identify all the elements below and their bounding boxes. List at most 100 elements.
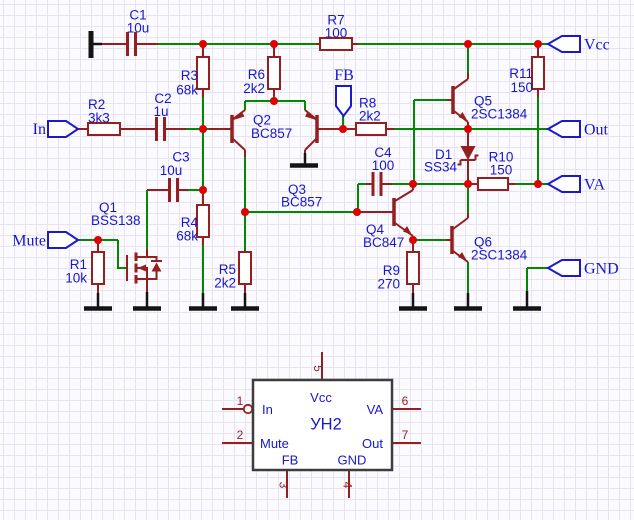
resistor-R5[interactable]: R5 2k2: [214, 250, 252, 307]
transistor-Q5[interactable]: Q5 2SC1384: [447, 73, 528, 129]
c4-ref: C4: [374, 145, 392, 160]
ic-pin5-label: Vcc: [310, 390, 332, 405]
ic-pin3-label: FB: [282, 453, 299, 468]
transistor-Q6[interactable]: Q6 2SC1384: [446, 213, 528, 307]
d1-value: SS34: [424, 160, 458, 175]
r8-ref: R8: [359, 96, 376, 111]
q1-value: BSS138: [91, 213, 141, 228]
resistor-R4[interactable]: R4 68k: [176, 190, 210, 245]
q4-value: BC847: [363, 235, 404, 250]
resistor-R6[interactable]: R6 2k2: [243, 44, 281, 96]
resistor-R9[interactable]: R9 270: [377, 240, 420, 307]
resistor-R11[interactable]: R11 150: [509, 44, 545, 97]
c2-value: 1u: [153, 104, 168, 119]
capacitor-C3[interactable]: C3 10u: [147, 150, 190, 203]
q4-ref: Q4: [366, 222, 385, 237]
rail-end-bar[interactable]: [88, 31, 103, 58]
port-gnd[interactable]: GND: [545, 259, 619, 278]
port-out[interactable]: Out: [545, 120, 609, 139]
ground-symbols[interactable]: [84, 291, 541, 311]
port-mute[interactable]: Mute: [12, 231, 80, 250]
q6-ref: Q6: [474, 235, 492, 250]
ic-pin6-label: VA: [367, 402, 384, 417]
port-out-label: Out: [584, 122, 609, 139]
r8-value: 2k2: [359, 109, 381, 124]
ic-pin4-number: 4: [341, 482, 355, 489]
c3-ref: C3: [172, 150, 189, 165]
c3-value: 10u: [160, 163, 183, 178]
c1-ref: C1: [129, 8, 146, 23]
port-gnd-label: GND: [584, 261, 619, 278]
r7-ref: R7: [327, 13, 344, 28]
c2-ref: C2: [154, 91, 171, 106]
port-in-label: In: [33, 121, 46, 138]
r2-ref: R2: [88, 97, 105, 112]
r11-value: 150: [510, 80, 533, 95]
r7-value: 100: [325, 26, 348, 41]
pin1-inversion-bubble: [242, 403, 254, 415]
q2-value: BC857: [251, 126, 292, 141]
transistor-Q3[interactable]: Q3 BC857: [281, 109, 343, 210]
port-va-label: VA: [584, 177, 605, 194]
r2-value: 3k3: [88, 111, 110, 126]
transistor-Q2[interactable]: Q2 BC857: [209, 109, 292, 157]
r4-value: 68k: [176, 229, 198, 244]
transistor-Q1[interactable]: Q1 BSS138: [91, 200, 162, 307]
ic-pin7-label: Out: [362, 436, 383, 451]
r6-ref: R6: [248, 67, 265, 82]
r9-ref: R9: [383, 263, 400, 278]
ic-pin2-label: Mute: [260, 436, 289, 451]
r10-ref: R10: [489, 150, 514, 165]
c1-value: 10u: [127, 21, 150, 36]
q6-value: 2SC1384: [471, 248, 528, 263]
q5-ref: Q5: [474, 94, 492, 109]
port-va[interactable]: VA: [545, 175, 605, 194]
q5-value: 2SC1384: [471, 107, 528, 122]
r10-value: 150: [490, 163, 513, 178]
port-vcc-label: Vcc: [584, 37, 610, 54]
port-fb-label: FB: [334, 67, 354, 84]
r4-ref: R4: [181, 215, 199, 230]
ic-pin6-number: 6: [402, 394, 409, 408]
r3-ref: R3: [181, 68, 198, 83]
capacitor-C1[interactable]: C1 10u: [102, 8, 158, 57]
r1-ref: R1: [70, 257, 87, 272]
ic-pin2-number: 2: [237, 428, 244, 442]
junction-dots: [94, 40, 542, 244]
ic-pin4-label: GND: [338, 453, 367, 468]
d1-ref: D1: [435, 147, 452, 162]
diode-D1[interactable]: D1 SS34: [424, 129, 479, 184]
q3-ref: Q3: [288, 182, 306, 197]
ic-body[interactable]: [251, 378, 394, 472]
port-fb[interactable]: FB: [334, 67, 354, 118]
resistor-R7[interactable]: R7 100: [316, 13, 358, 51]
ic-pin3-number: 3: [277, 482, 291, 489]
q1-ref: Q1: [99, 200, 117, 215]
resistor-R1[interactable]: R1 10k: [65, 240, 105, 307]
r3-value: 68k: [176, 83, 198, 98]
r6-value: 2k2: [243, 81, 265, 96]
resistor-R8[interactable]: R8 2k2: [347, 96, 394, 136]
c4-value: 100: [372, 158, 395, 173]
capacitor-C4[interactable]: C4 100: [366, 145, 394, 196]
resistor-R2[interactable]: R2 3k3: [78, 97, 155, 136]
capacitor-C2[interactable]: C2 1u: [153, 91, 186, 141]
ic-pin7-number: 7: [402, 428, 409, 442]
port-mute-label: Mute: [12, 233, 46, 250]
r5-value: 2k2: [214, 276, 236, 291]
r1-value: 10k: [65, 271, 87, 286]
q2-ref: Q2: [253, 113, 271, 128]
r11-ref: R11: [509, 66, 533, 81]
resistor-R3[interactable]: R3 68k: [176, 44, 210, 98]
port-vcc[interactable]: Vcc: [545, 35, 610, 54]
r5-ref: R5: [219, 262, 236, 277]
r9-value: 270: [377, 277, 400, 292]
port-in[interactable]: In: [33, 120, 80, 138]
resistor-R10[interactable]: R10 150: [468, 150, 516, 191]
ic-pin1-label: In: [262, 402, 273, 417]
ic-title: УН2: [310, 416, 342, 434]
transistor-Q4[interactable]: Q4 BC847: [357, 184, 414, 250]
ic-symbol[interactable]: 1 2 6 7 5 3 4 In Mute Vcc VA Out FB GND …: [222, 352, 421, 498]
